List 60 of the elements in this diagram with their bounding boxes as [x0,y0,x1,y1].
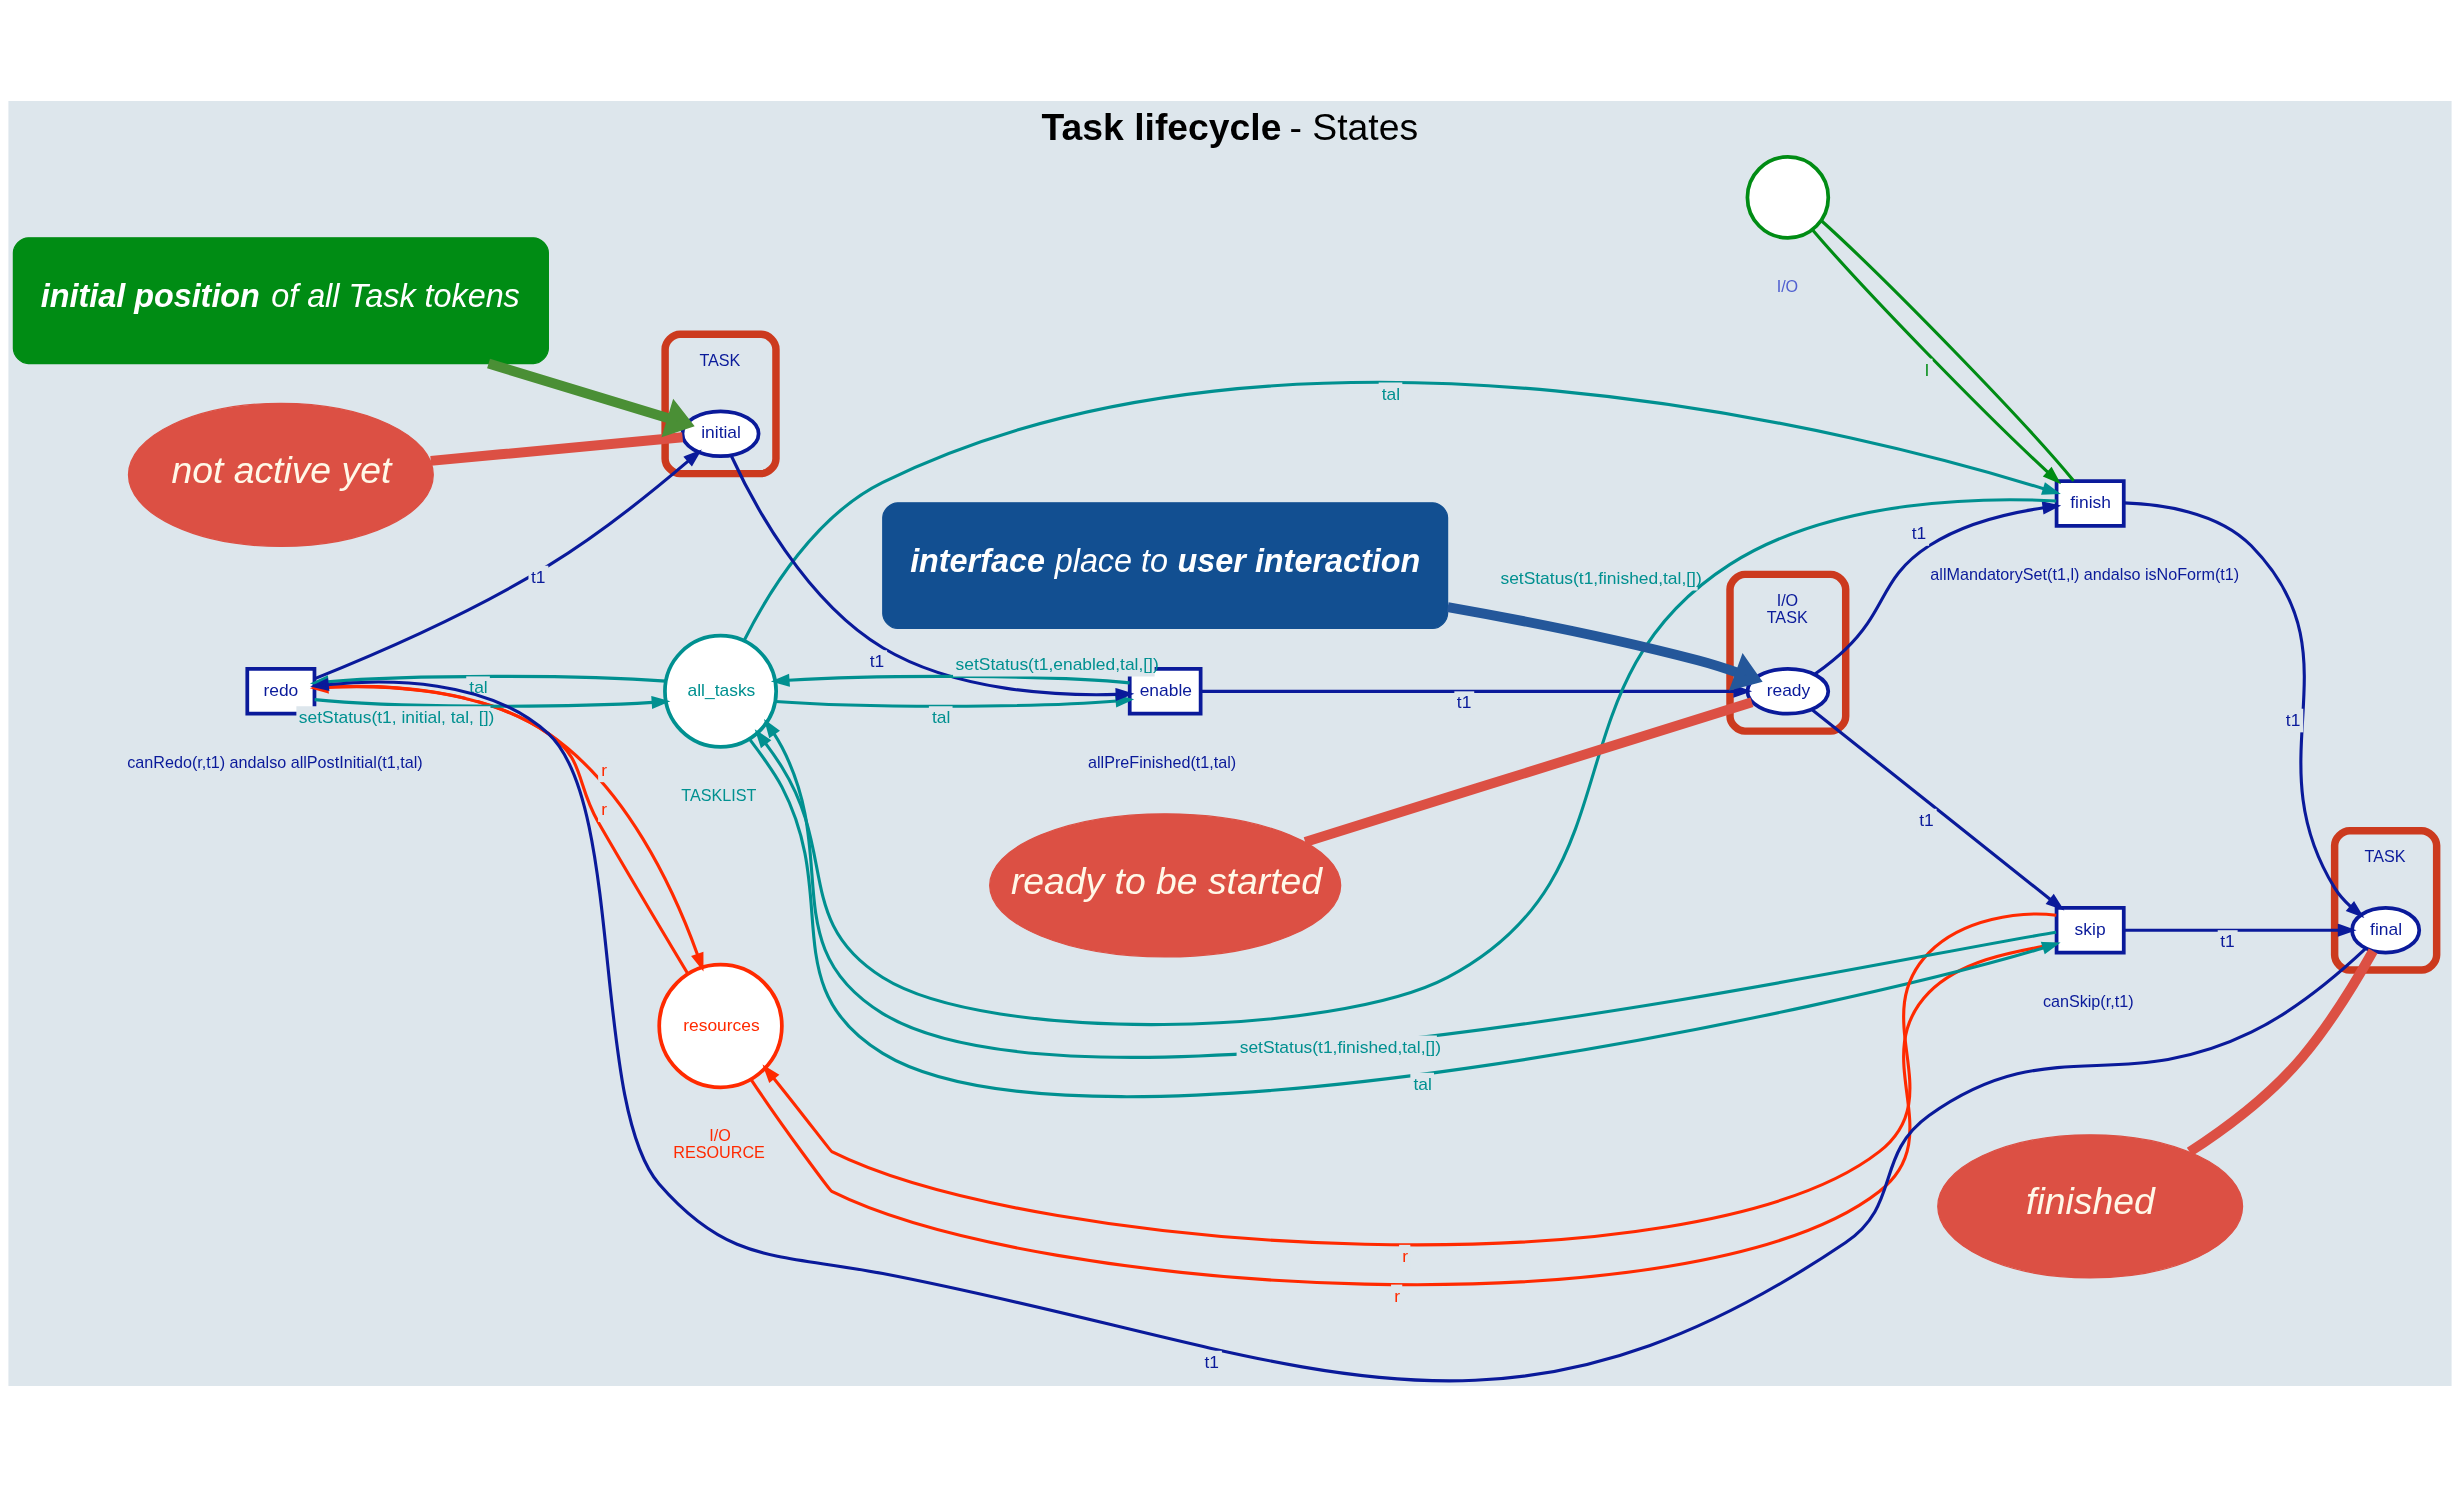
node-ellipse: final [2350,905,2422,954]
node-ellipse: initial [680,409,761,458]
edge-label: r [1394,1285,1400,1306]
edge-label: tal [1413,1073,1432,1094]
edge-label: tal [1381,383,1401,404]
node-box: initial position of all Task tokens [12,236,549,364]
arrow [729,454,1135,701]
node-label: RESOURCE [673,1142,765,1161]
node-label: canSkip(r,t1) [2042,991,2134,1010]
edge-label: t1 [2285,709,2301,730]
arrow [762,912,2057,1246]
edge-label: setStatus(t1,finished,tal,[]) [1239,1036,1441,1057]
node-ellipse: ready [1745,666,1831,716]
node-label: TASK [1766,607,1808,626]
node-label: I/O [1776,276,1799,295]
arrow [314,448,702,680]
edge-label: l [1925,359,1929,380]
node-label: allMandatorySet(t1,l) andalso isNoForm(t1) [1930,564,2240,583]
connector [430,431,684,466]
edge-label: t1 [1919,809,1934,830]
node-ellipse: finished [1937,1133,2244,1279]
node-label: canRedo(r,t1) andalso allPostInitial(t1,tal) [127,752,423,771]
edge-label: t1 [1911,522,1927,543]
node-label: I/O [1776,590,1799,609]
node-label: TASK [2364,846,2406,865]
edge-label: tal [932,706,951,727]
arrow [487,358,695,437]
diagram-title: Task lifecycle - States [1041,105,1419,148]
node-circle [1745,154,1831,240]
arrow [1446,601,1763,691]
node-box: finish [2054,478,2126,528]
arrow [2123,500,2365,918]
edge-label: r [1402,1245,1409,1266]
node-ellipse: not active yet [127,402,434,547]
cluster [2330,826,2441,974]
arrow [770,673,1130,687]
connector [2186,948,2378,1156]
node-box: interface place to user interaction [882,501,1449,629]
node-label: TASK [699,350,741,369]
node-label: allPreFinished(t1,tal) [1088,752,1237,771]
edge-label: r [601,798,608,819]
node-circle: resources [657,962,784,1089]
arrow [1811,707,2065,911]
connector [1303,696,1754,847]
edge-label: t1 [2220,930,2235,951]
arrow [754,497,2057,1026]
node-label: TASKLIST [681,785,757,804]
node-box: skip [2054,905,2126,954]
edge-label: setStatus(t1,finished,tal,[]) [1500,567,1702,588]
edge-label: t1 [530,566,546,587]
edge-label: r [601,759,608,780]
arrow [2123,923,2357,937]
arrow [1814,500,2062,675]
edge-label: t1 [1204,1351,1219,1372]
edge-label: t1 [869,650,885,671]
edge-label: t1 [1456,691,1472,712]
node-label: I/O [709,1125,731,1144]
node-ellipse: ready to be started [989,812,1342,958]
edge-label: tal [469,676,488,697]
arrow [314,695,671,709]
